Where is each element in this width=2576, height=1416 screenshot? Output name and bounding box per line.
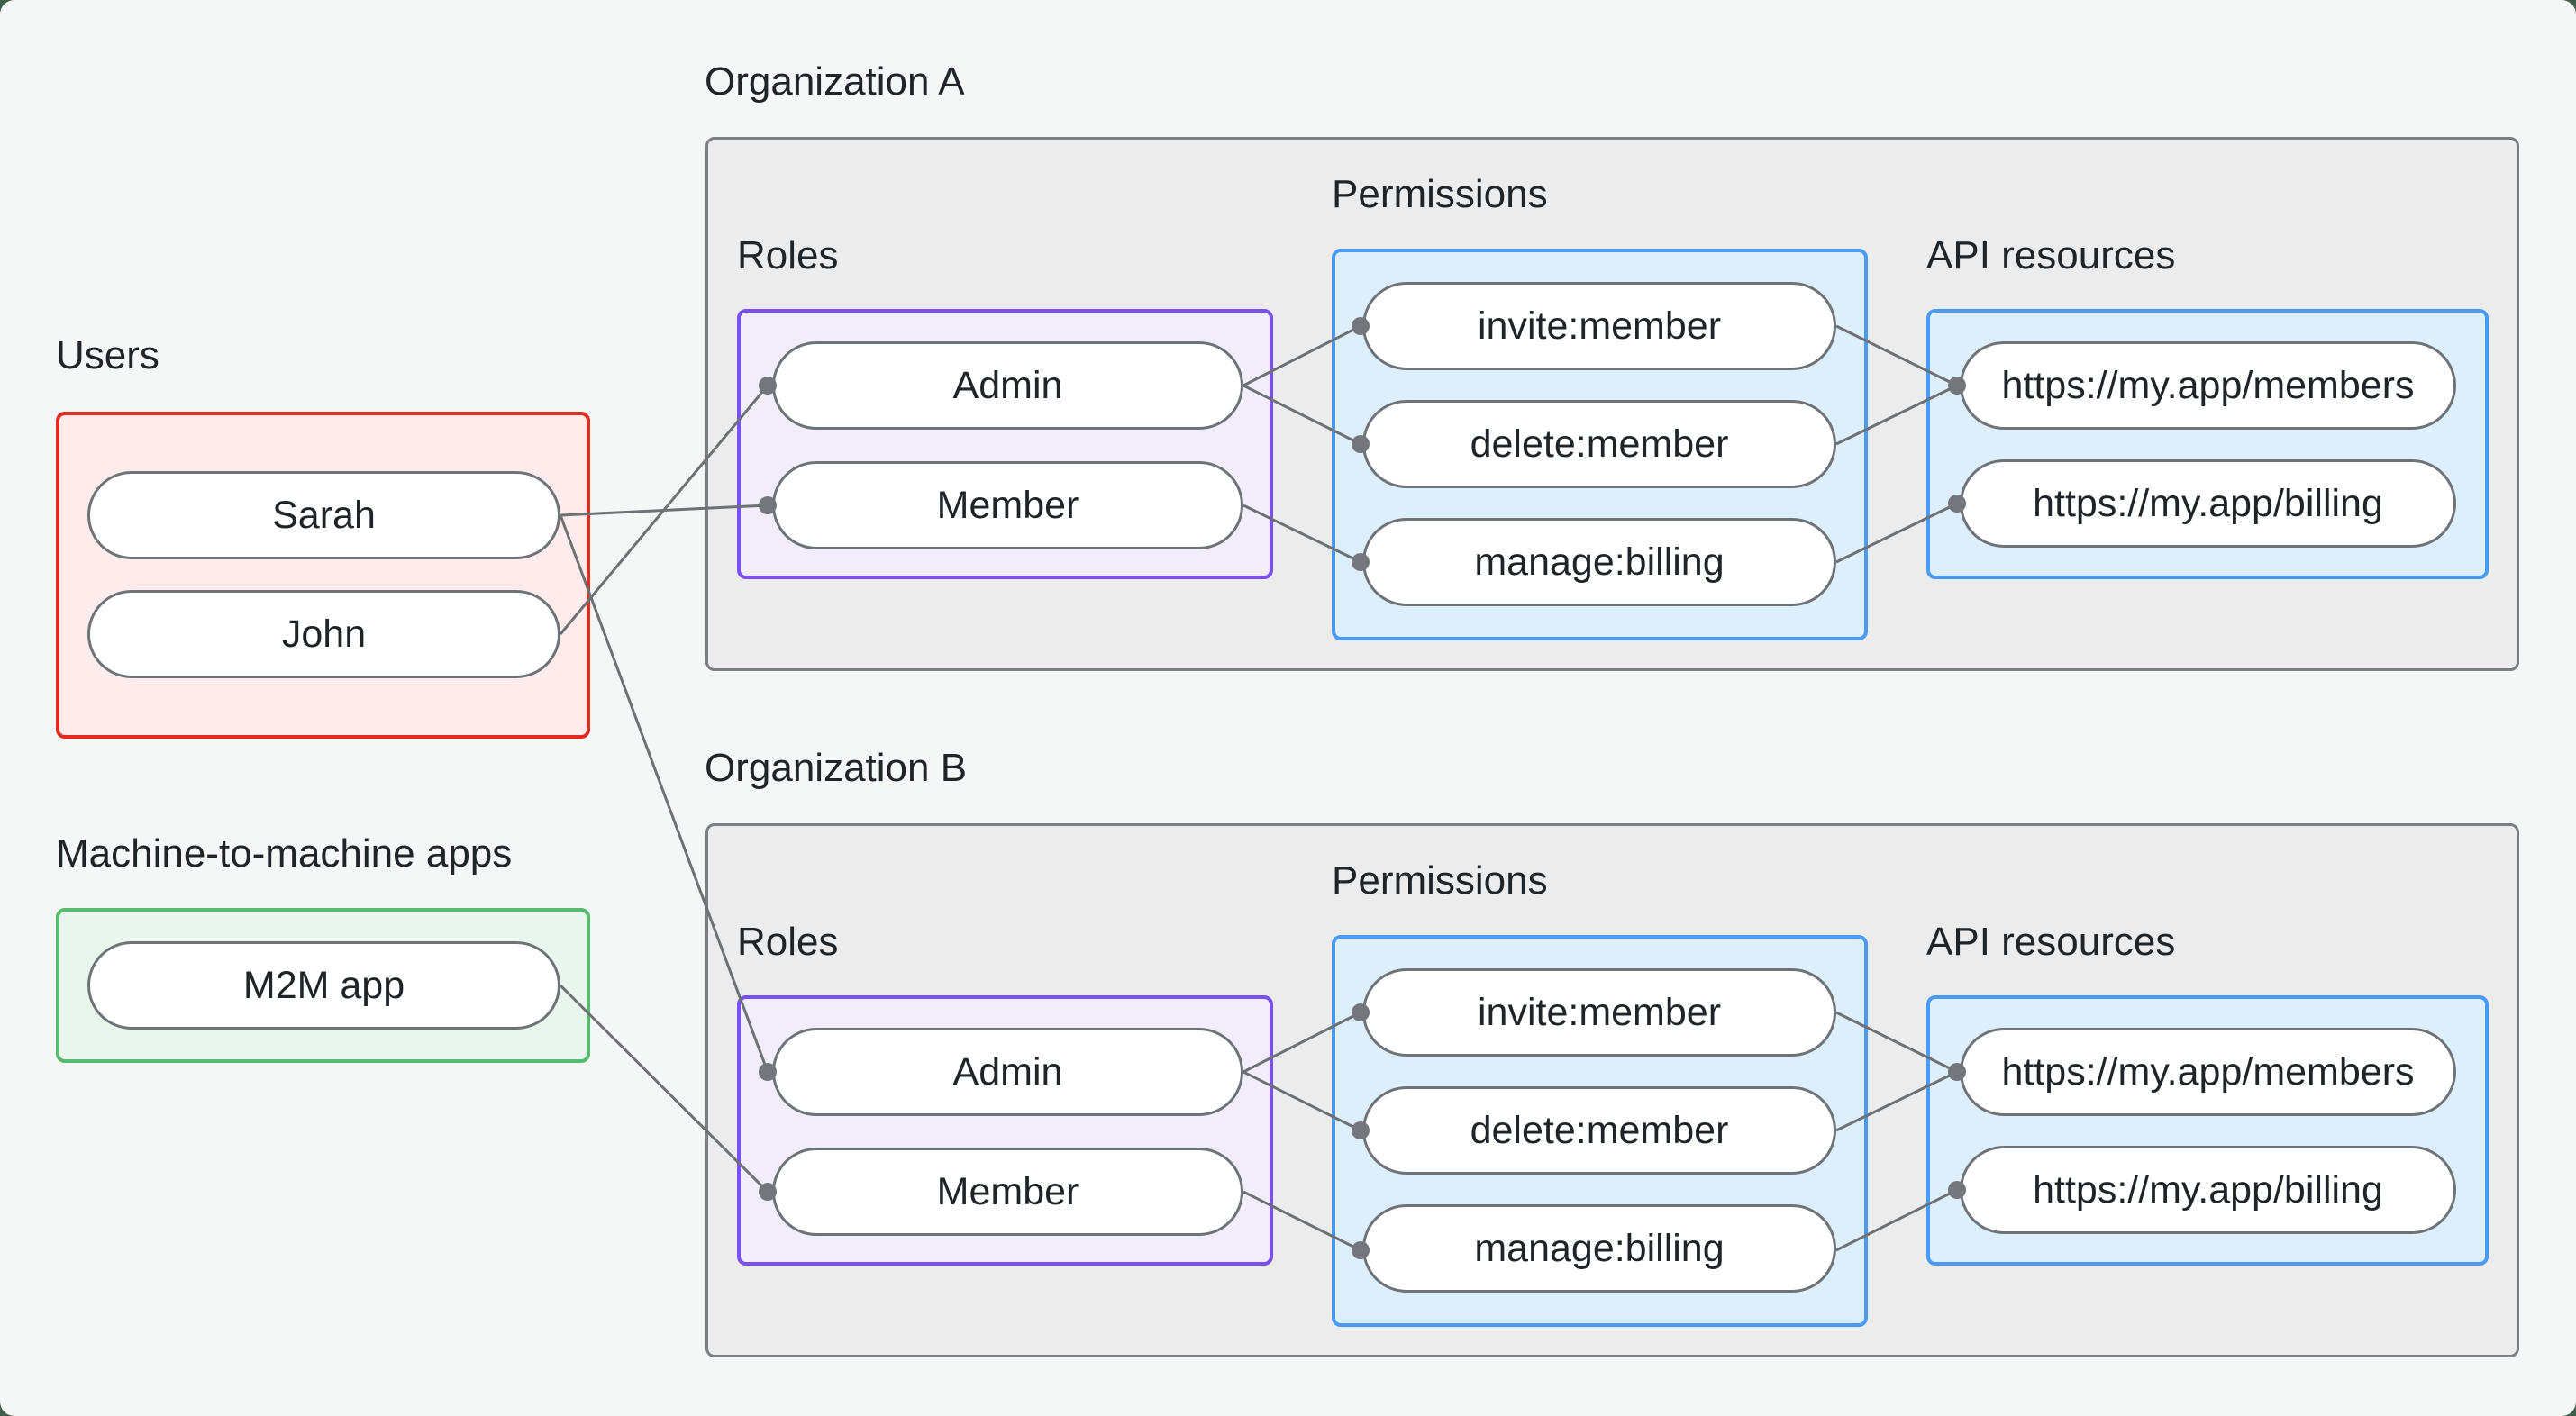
org-a-title: Organization A <box>705 59 965 104</box>
user-node-sarah: Sarah <box>87 471 560 559</box>
org-b-role-member: Member <box>772 1148 1243 1236</box>
org-a-roles-label: Roles <box>737 233 839 277</box>
org-b-api-billing: https://my.app/billing <box>1960 1146 2456 1234</box>
org-b-perm-invite-member: invite:member <box>1362 968 1836 1057</box>
org-a-permissions-label: Permissions <box>1332 172 1548 216</box>
org-a-perm-delete-member: delete:member <box>1362 400 1836 488</box>
org-b-perm-delete-member: delete:member <box>1362 1086 1836 1175</box>
users-box <box>56 412 590 739</box>
org-b-permissions-label: Permissions <box>1332 858 1548 903</box>
org-b-perm-manage-billing: manage:billing <box>1362 1204 1836 1293</box>
org-b-role-admin: Admin <box>772 1028 1243 1116</box>
org-a-api-members: https://my.app/members <box>1960 341 2456 430</box>
m2m-label: Machine-to-machine apps <box>56 831 513 876</box>
org-a-perm-invite-member: invite:member <box>1362 282 1836 370</box>
org-b-roles-label: Roles <box>737 920 839 964</box>
org-a-perm-manage-billing: manage:billing <box>1362 518 1836 606</box>
org-a-role-member: Member <box>772 461 1243 549</box>
user-node-john: John <box>87 590 560 678</box>
org-a-api-resources-label: API resources <box>1926 233 2176 277</box>
m2m-app-node: M2M app <box>87 941 560 1030</box>
org-b-title: Organization B <box>705 746 968 790</box>
users-label: Users <box>56 333 159 377</box>
org-a-api-billing: https://my.app/billing <box>1960 459 2456 548</box>
org-b-api-resources-label: API resources <box>1926 920 2176 964</box>
org-b-api-members: https://my.app/members <box>1960 1028 2456 1116</box>
org-a-role-admin: Admin <box>772 341 1243 430</box>
